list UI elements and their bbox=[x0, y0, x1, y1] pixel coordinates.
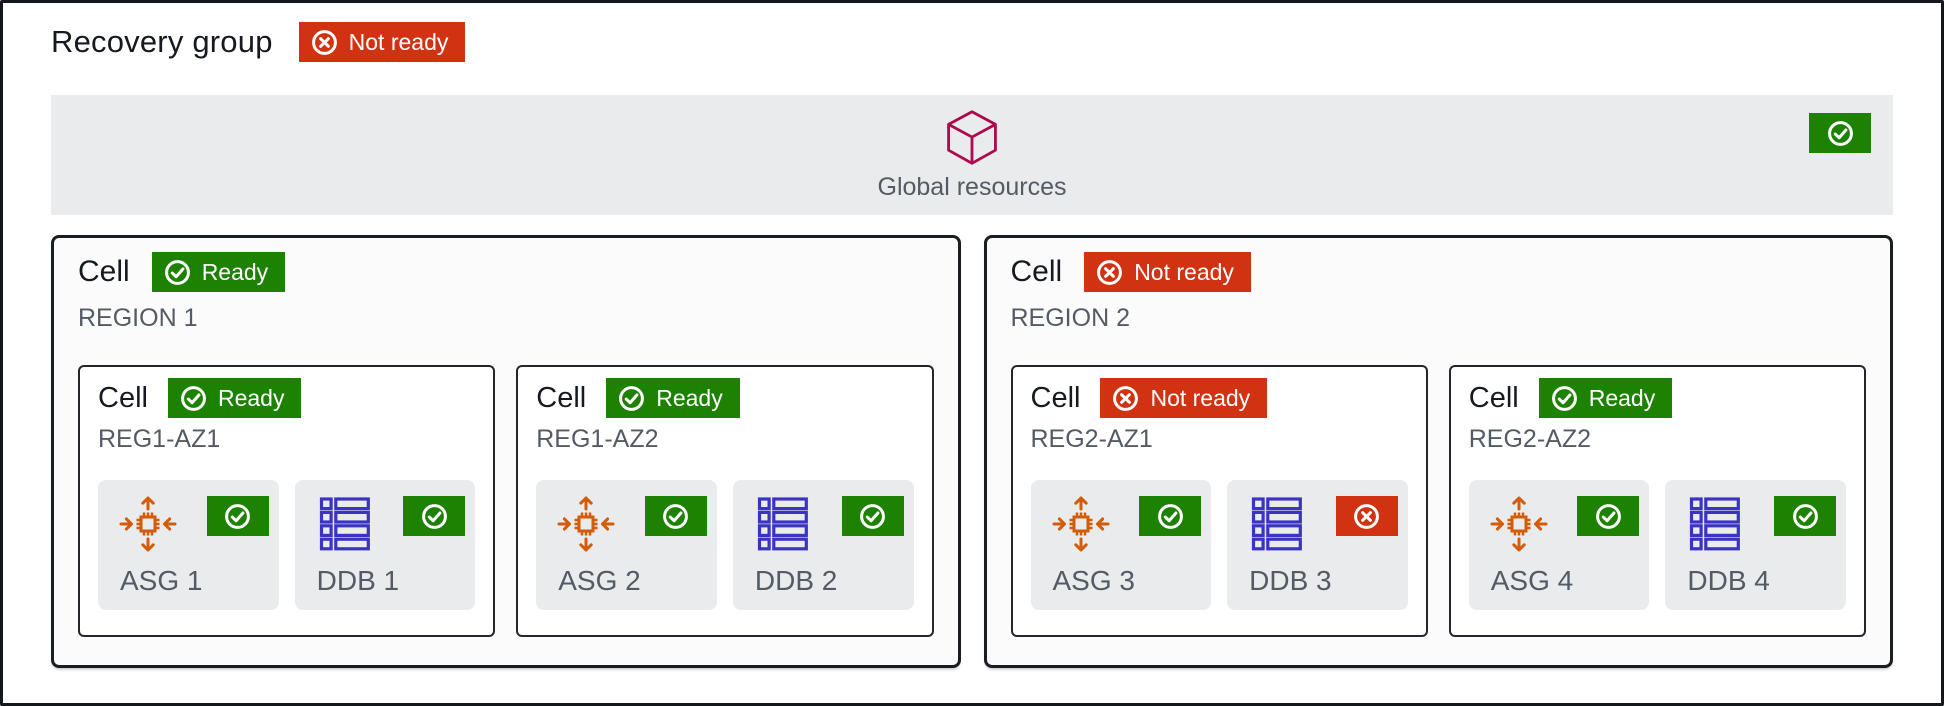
check-circle-icon bbox=[420, 502, 449, 531]
cell-header: Cell Ready bbox=[1468, 378, 1846, 418]
cell-header: Cell Ready bbox=[536, 378, 913, 418]
cell-title: Cell bbox=[1468, 381, 1519, 414]
resource-ddb-3: DDB 3 bbox=[1227, 480, 1408, 610]
resource-ddb-1: DDB 1 bbox=[294, 480, 476, 610]
cell-title: Cell bbox=[1010, 255, 1063, 288]
resource-asg-1: ASG 1 bbox=[98, 480, 279, 610]
resource-label: ASG 2 bbox=[558, 565, 641, 596]
region-name: REGION 1 bbox=[78, 304, 198, 332]
cell-status-badge: Ready bbox=[1538, 378, 1673, 418]
dynamodb-table-icon bbox=[315, 494, 375, 554]
cell-status-label: Not ready bbox=[1134, 258, 1234, 285]
check-circle-icon bbox=[1594, 502, 1623, 531]
resources-row: ASG 2 DDB 2 bbox=[536, 480, 914, 610]
auto-scaling-group-icon bbox=[1489, 494, 1549, 554]
az-name: REG2-AZ2 bbox=[1468, 425, 1592, 453]
global-resources-label: Global resources bbox=[877, 173, 1067, 201]
cell-region-2: Cell Not ready REGION 2 Cell Not ready bbox=[983, 235, 1893, 668]
cell-title: Cell bbox=[98, 381, 148, 414]
auto-scaling-group-icon bbox=[118, 494, 178, 554]
cell-header: Cell Not ready bbox=[1030, 378, 1408, 418]
resource-status-badge bbox=[1577, 496, 1640, 536]
cell-title: Cell bbox=[1030, 381, 1081, 414]
resource-label: DDB 3 bbox=[1249, 565, 1332, 596]
page-title: Recovery group bbox=[51, 24, 273, 59]
resource-status-badge bbox=[1335, 496, 1398, 536]
title-row: Recovery group Not ready bbox=[51, 21, 1893, 63]
check-circle-icon bbox=[1550, 384, 1579, 413]
cell-status-label: Ready bbox=[656, 384, 723, 411]
resource-label: ASG 1 bbox=[120, 565, 203, 596]
check-circle-icon bbox=[1826, 119, 1855, 148]
cell-header: Cell Not ready bbox=[1011, 252, 1867, 292]
resource-status-badge bbox=[1139, 496, 1202, 536]
check-circle-icon bbox=[1791, 502, 1820, 531]
region-name: REGION 2 bbox=[1010, 304, 1130, 332]
subcells-row: Cell Not ready REG2-AZ1 bbox=[1010, 365, 1866, 637]
resource-label: DDB 4 bbox=[1687, 565, 1770, 596]
check-circle-icon bbox=[858, 502, 887, 531]
resource-asg-2: ASG 2 bbox=[536, 480, 717, 610]
cell-title: Cell bbox=[78, 255, 130, 288]
resource-label: ASG 3 bbox=[1052, 565, 1135, 596]
cell-reg1-az1: Cell Ready REG1-AZ1 ASG bbox=[78, 365, 496, 637]
cell-status-badge: Ready bbox=[167, 378, 302, 418]
x-circle-icon bbox=[310, 28, 339, 57]
resources-row: ASG 1 DDB 1 bbox=[98, 480, 476, 610]
resource-status-badge bbox=[206, 496, 269, 536]
cell-status-label: Not ready bbox=[1150, 384, 1251, 411]
auto-scaling-group-icon bbox=[1051, 494, 1111, 554]
recovery-group-status-label: Not ready bbox=[348, 28, 449, 55]
cell-status-badge: Not ready bbox=[1084, 252, 1251, 292]
global-resources-panel: Global resources bbox=[51, 95, 1893, 215]
cell-region-1: Cell Ready REGION 1 Cell Ready bbox=[51, 235, 961, 668]
cube-icon bbox=[942, 108, 1002, 168]
resource-label: DDB 1 bbox=[316, 565, 400, 596]
x-circle-icon bbox=[1095, 258, 1124, 287]
x-circle-icon bbox=[1111, 384, 1140, 413]
cell-header: Cell Ready bbox=[98, 378, 475, 418]
cell-reg1-az2: Cell Ready REG1-AZ2 ASG bbox=[516, 365, 934, 637]
cell-status-label: Ready bbox=[201, 258, 269, 285]
auto-scaling-group-icon bbox=[556, 494, 616, 554]
cell-status-label: Ready bbox=[1588, 384, 1656, 411]
resource-status-badge bbox=[1774, 496, 1836, 536]
dynamodb-table-icon bbox=[1685, 494, 1745, 554]
dynamodb-table-icon bbox=[1247, 494, 1307, 554]
cell-status-label: Ready bbox=[217, 384, 285, 411]
regions-row: Cell Ready REGION 1 Cell Ready bbox=[51, 235, 1893, 668]
check-circle-icon bbox=[223, 502, 252, 531]
resource-asg-3: ASG 3 bbox=[1030, 480, 1212, 610]
x-circle-icon bbox=[1352, 502, 1381, 531]
resource-ddb-2: DDB 2 bbox=[732, 480, 914, 610]
recovery-group-status-badge: Not ready bbox=[298, 22, 466, 62]
resource-status-badge bbox=[644, 496, 707, 536]
cell-status-badge: Ready bbox=[151, 252, 286, 292]
az-name: REG1-AZ1 bbox=[98, 425, 221, 453]
cell-reg2-az1: Cell Not ready REG2-AZ1 bbox=[1010, 365, 1428, 637]
resource-status-badge bbox=[403, 496, 466, 536]
resource-status-badge bbox=[841, 496, 904, 536]
check-circle-icon bbox=[1156, 502, 1185, 531]
cell-status-badge: Ready bbox=[606, 378, 740, 418]
check-circle-icon bbox=[163, 258, 192, 287]
resources-row: ASG 3 DDB 3 bbox=[1030, 480, 1408, 610]
cell-header: Cell Ready bbox=[78, 252, 934, 292]
subcells-row: Cell Ready REG1-AZ1 ASG bbox=[78, 365, 934, 637]
check-circle-icon bbox=[179, 384, 208, 413]
dynamodb-table-icon bbox=[753, 494, 813, 554]
resources-row: ASG 4 DDB 4 bbox=[1468, 480, 1846, 610]
cell-title: Cell bbox=[536, 381, 587, 414]
cell-reg2-az2: Cell Ready REG2-AZ2 ASG bbox=[1448, 365, 1866, 637]
resource-asg-4: ASG 4 bbox=[1468, 480, 1650, 610]
az-name: REG1-AZ2 bbox=[536, 425, 659, 453]
resource-ddb-4: DDB 4 bbox=[1665, 480, 1846, 610]
check-circle-icon bbox=[617, 384, 646, 413]
cell-status-badge: Not ready bbox=[1100, 378, 1268, 418]
resource-label: DDB 2 bbox=[754, 565, 838, 596]
check-circle-icon bbox=[661, 502, 690, 531]
global-resources-status-badge bbox=[1809, 113, 1871, 153]
resource-label: ASG 4 bbox=[1490, 565, 1574, 596]
az-name: REG2-AZ1 bbox=[1030, 425, 1153, 453]
